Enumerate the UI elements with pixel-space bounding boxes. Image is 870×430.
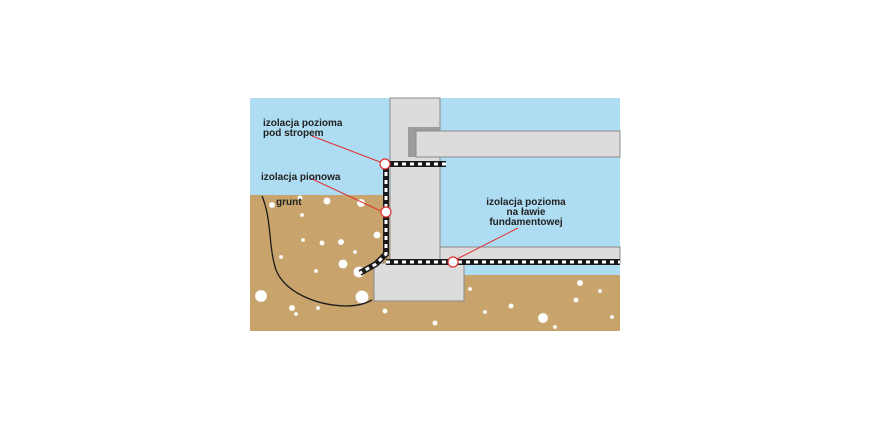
label-horizontal-on-footing-line2: na ławie [507,207,546,218]
label-horizontal-on-footing-line3: fundamentowej [489,217,563,228]
marker-vertical [380,206,392,218]
excavation-line [261,195,373,307]
foundation-footing [373,262,465,302]
label-vertical: izolacja pionowa [261,172,341,183]
soil-area [250,195,620,331]
leader-lines [309,135,519,261]
ceiling-slab [415,130,621,158]
label-horizontal-on-footing-line1: izolacja pozioma [486,197,566,208]
label-horizontal-under-floor-line1: izolacja pozioma [263,118,343,129]
insulation-markers [379,158,459,268]
label-horizontal-under-floor-line2: pod stropem [263,128,324,139]
marker-under-floor [379,158,391,170]
basement-wall [389,97,441,264]
label-soil: grunt [276,197,302,208]
marker-footing [447,256,459,268]
